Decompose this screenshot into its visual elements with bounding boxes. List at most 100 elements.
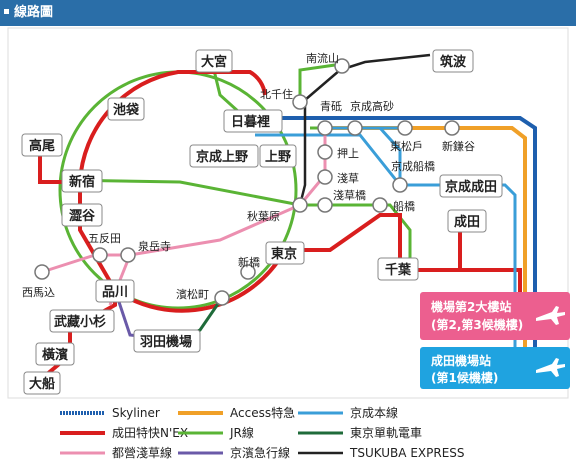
jr-joban-line — [298, 63, 336, 105]
legend-label-keisei-main: 京成本線 — [350, 405, 398, 420]
airport-t2-name: 機場第2大樓站 — [431, 299, 511, 314]
skyliner-line — [250, 116, 537, 360]
station-tsukuba: 筑波 — [440, 54, 467, 70]
nex-east-line — [113, 213, 462, 313]
station-dots — [34, 58, 460, 306]
station-dot-shinkamagaya[interactable] — [444, 120, 460, 136]
legend-label-toei-asakusa: 都營淺草線 — [112, 445, 172, 460]
station-box-chiba[interactable] — [377, 257, 419, 281]
station-box-tokyo[interactable] — [265, 241, 305, 265]
station-box-omiya[interactable] — [195, 49, 233, 73]
station-dot-akihabara[interactable] — [292, 197, 308, 213]
station-ikebukuro: 池袋 — [113, 102, 140, 118]
station-box-hanedaairport[interactable] — [133, 329, 201, 353]
station-nippori: 日暮裡 — [231, 114, 270, 130]
legend: Skyliner Access特急 京成本線 成田特快N'EX JR線 東京單軌… — [60, 405, 465, 460]
label-keiseitakasago: 京成高砂 — [350, 99, 394, 113]
label-nishimagome: 西馬込 — [22, 286, 55, 299]
legend-label-nex: 成田特快N'EX — [112, 425, 188, 440]
station-box-keiseinarita[interactable] — [439, 174, 503, 198]
station-shinjuku: 新宿 — [69, 174, 95, 190]
label-gotanda: 五反田 — [88, 232, 121, 245]
station-dot-shinbashi[interactable] — [240, 264, 256, 280]
legend-label-jr: JR線 — [229, 425, 254, 440]
station-keiseiueno: 京成上野 — [196, 149, 248, 165]
station-box-ikebukuro[interactable] — [107, 97, 145, 121]
legend-label-access: Access特急 — [230, 405, 295, 420]
station-dot-funabashi[interactable] — [372, 197, 388, 213]
station-box-keiseiueno[interactable] — [189, 144, 259, 168]
station-ofuna: 大船 — [29, 376, 55, 392]
station-dot-higashimatsudo[interactable] — [397, 120, 413, 136]
airport-t2-sub: (第2,第3候機樓) — [431, 317, 523, 332]
station-box-shibuya[interactable] — [61, 203, 103, 227]
label-asakusabashi: 淺草橋 — [333, 188, 366, 202]
station-hanedaairport: 羽田機場 — [140, 334, 192, 350]
label-sengakuji: 泉岳寺 — [138, 239, 171, 253]
airport-t2-box[interactable] — [420, 292, 570, 340]
nex-airport-line — [458, 225, 522, 300]
station-box-takao[interactable] — [21, 133, 63, 157]
station-box-shinagawa[interactable] — [95, 279, 135, 303]
label-akihabara: 秋葉原 — [247, 209, 280, 223]
label-funabashi: 船橋 — [393, 199, 415, 213]
station-shinagawa: 品川 — [102, 285, 128, 300]
station-dot-keiseitakasago[interactable] — [347, 120, 363, 136]
label-keiseifunabashi: 京成船橋 — [391, 159, 435, 173]
legend-label-skyliner: Skyliner — [112, 406, 160, 420]
label-aoto: 青砥 — [320, 100, 342, 113]
airplane-icon — [536, 358, 565, 377]
station-box-nippori[interactable] — [223, 109, 283, 133]
header-title: 線路圖 — [14, 5, 54, 20]
header-bullet — [4, 9, 9, 14]
label-minaminagareyama: 南流山 — [306, 51, 339, 65]
station-box-shinjuku[interactable] — [61, 169, 103, 193]
station-dot-oshiage[interactable] — [317, 144, 333, 160]
legend-label-monorail: 東京單軌電車 — [350, 425, 422, 440]
station-dot-gotanda[interactable] — [92, 247, 108, 263]
station-ueno: 上野 — [265, 150, 291, 165]
legend-label-keikyu: 京濱急行線 — [230, 445, 290, 460]
station-narita: 成田 — [454, 214, 480, 230]
airport-t1-box[interactable] — [420, 347, 570, 389]
airplane-icon — [536, 306, 565, 325]
jr-sobu-line — [59, 178, 412, 268]
station-box-ueno[interactable] — [259, 144, 297, 168]
label-shinbashi: 新橋 — [238, 255, 260, 269]
label-shinkamagaya: 新鎌谷 — [442, 139, 475, 153]
label-asakusa: 淺草 — [337, 172, 359, 185]
airport-t1[interactable]: 成田機場站 (第1候機樓) — [420, 347, 570, 389]
label-oshiage: 押上 — [337, 146, 359, 160]
airport-t2[interactable]: 機場第2大樓站 (第2,第3候機樓) — [420, 292, 570, 340]
station-box-yokohama[interactable] — [35, 342, 75, 366]
legend-label-tsukuba-express: TSUKUBA EXPRESS — [349, 446, 465, 460]
station-box-tsukuba[interactable] — [432, 49, 474, 73]
tsukuba-express-line — [298, 53, 431, 206]
station-dot-asakusabashi[interactable] — [317, 197, 333, 213]
station-dot-nishimagome[interactable] — [34, 264, 50, 280]
nex-north-line — [78, 70, 267, 183]
label-higashimatsudo: 東松戶 — [390, 139, 423, 153]
station-box-musashikosugi[interactable] — [49, 309, 115, 333]
station-musashikosugi: 武藏小杉 — [54, 314, 106, 330]
station-omiya: 大宮 — [201, 54, 227, 70]
station-box-ofuna[interactable] — [23, 371, 61, 395]
station-dot-sengakuji[interactable] — [120, 247, 136, 263]
access-express-line — [325, 126, 527, 360]
station-tokyo: 東京 — [271, 246, 297, 262]
station-dot-minaminagareyama[interactable] — [334, 58, 350, 74]
station-takao: 高尾 — [29, 138, 55, 154]
airport-t1-name: 成田機場站 — [431, 353, 491, 368]
station-box-narita[interactable] — [447, 209, 487, 233]
station-dot-keiseifunabashi[interactable] — [392, 177, 408, 193]
station-dot-asakusa[interactable] — [317, 169, 333, 185]
major-stations: 大宮 筑波 池袋 日暮裡 高尾 京成上野 上野 新宿 京成成田 澀谷 成田 東京 — [21, 49, 503, 395]
airport-t1-sub: (第1候機樓) — [431, 370, 498, 385]
header-bar: 線路圖 — [0, 0, 576, 26]
station-chiba: 千葉 — [385, 262, 412, 278]
station-shibuya: 澀谷 — [69, 208, 96, 224]
station-dot-aoto[interactable] — [317, 120, 333, 136]
station-dot-kitasenju[interactable] — [292, 94, 308, 110]
station-dot-hamamatsucho[interactable] — [214, 290, 230, 306]
